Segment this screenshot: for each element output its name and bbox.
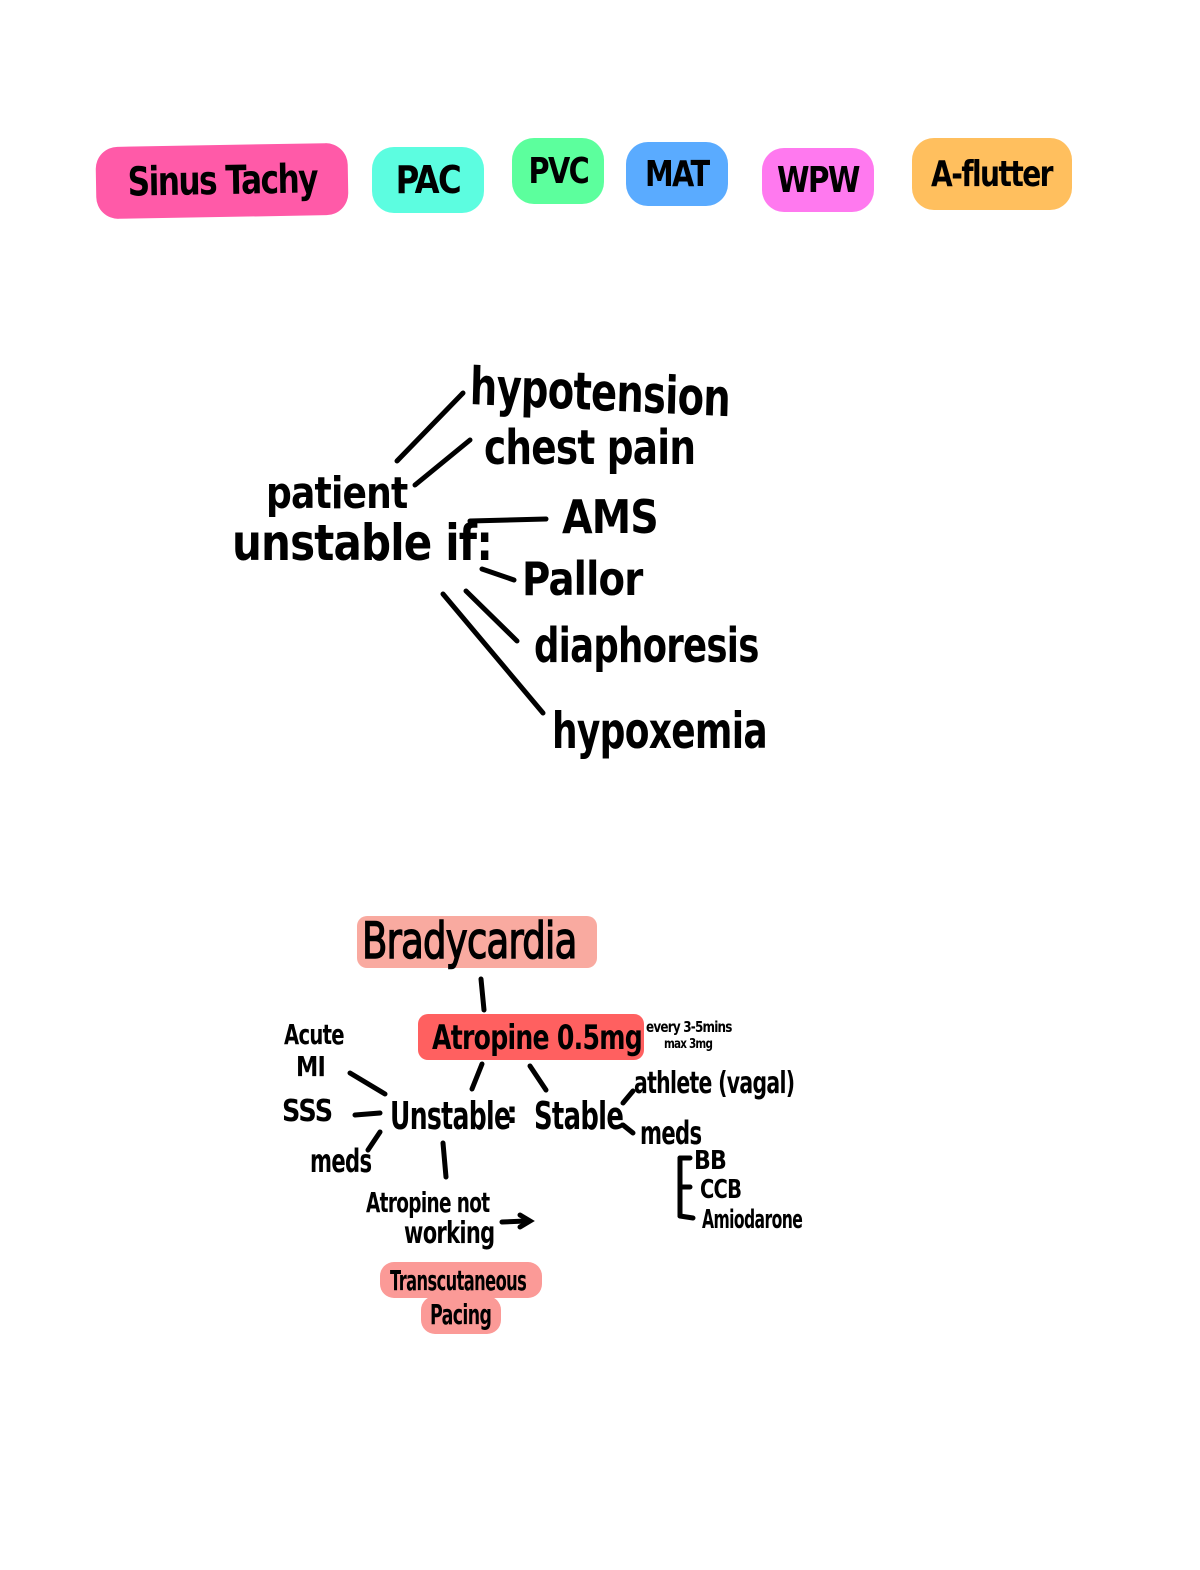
tag-wpw: WPW xyxy=(762,148,874,212)
dosing-note-line2: max 3mg xyxy=(664,1037,713,1052)
stable-med-bb: BB xyxy=(694,1146,727,1176)
tag-label: PAC xyxy=(395,158,462,202)
criterion-hypotension: hypotension xyxy=(469,357,731,430)
fallback-line2: working xyxy=(404,1216,495,1251)
unstable-label: Unstable xyxy=(390,1094,511,1138)
tag-a-flutter: A-flutter xyxy=(912,138,1072,210)
colon-separator: : xyxy=(506,1096,518,1131)
tag-label: MAT xyxy=(645,153,710,195)
tag-label: Sinus Tachy xyxy=(127,156,317,206)
pacing-line2: Pacing xyxy=(430,1298,492,1331)
criterion-diaphoresis: diaphoresis xyxy=(534,618,759,674)
center-label-line2: unstable if: xyxy=(232,514,493,572)
bradycardia-title-highlight xyxy=(357,916,597,968)
atropine-highlight xyxy=(418,1014,644,1060)
tag-pvc: PVC xyxy=(512,138,604,204)
cause-meds: meds xyxy=(310,1142,372,1180)
tag-label: A-flutter xyxy=(931,153,1054,195)
criterion-ams: AMS xyxy=(562,490,659,544)
stable-label: Stable xyxy=(534,1094,624,1138)
cause-acute-mi-line1: Acute xyxy=(284,1018,345,1051)
pacing-line1: Transcutaneous xyxy=(390,1264,527,1297)
tag-mat: MAT xyxy=(626,142,728,206)
tag-sinus-tachy: Sinus Tachy xyxy=(95,142,349,220)
cause-sss: SSS xyxy=(282,1094,333,1129)
pacing-highlight-line2 xyxy=(421,1296,501,1334)
dosing-note-line1: every 3-5mins xyxy=(646,1018,732,1036)
criterion-chest-pain: chest pain xyxy=(484,420,696,476)
criterion-hypoxemia: hypoxemia xyxy=(552,702,768,760)
atropine-dose: Atropine 0.5mg xyxy=(432,1018,643,1058)
stable-med-ccb: CCB xyxy=(700,1175,742,1205)
tag-label: WPW xyxy=(777,159,860,201)
bradycardia-title: Bradycardia xyxy=(361,911,577,971)
tag-label: PVC xyxy=(528,150,589,192)
criterion-pallor: Pallor xyxy=(522,552,643,606)
cause-acute-mi-line2: MI xyxy=(296,1050,326,1083)
pacing-highlight-line1 xyxy=(380,1262,542,1298)
center-label-line1: patient xyxy=(266,468,408,519)
stable-cause-meds: meds xyxy=(640,1114,702,1152)
stable-cause-athlete: athlete (vagal) xyxy=(634,1066,795,1101)
tag-pac: PAC xyxy=(372,147,484,213)
stable-med-amiodarone: Amiodarone xyxy=(702,1205,803,1235)
fallback-line1: Atropine not xyxy=(366,1186,490,1219)
